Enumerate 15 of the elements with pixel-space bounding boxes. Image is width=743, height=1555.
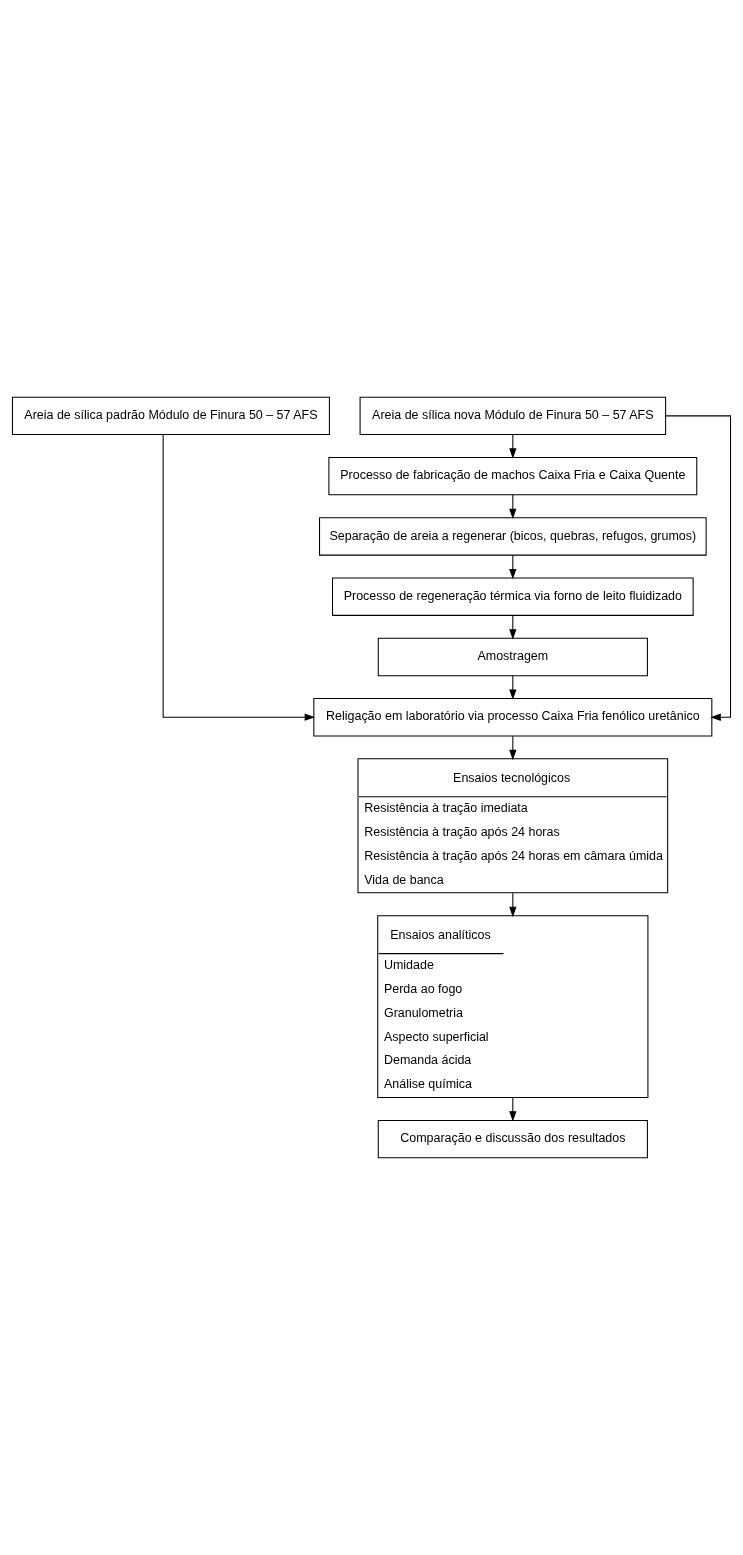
node-box: Comparação e discussão dos resultados (377, 1119, 648, 1159)
arrow (665, 415, 732, 721)
arrow (509, 494, 517, 520)
node-box: Areia de sílica padrão Módulo de Finura 50 – 57 AFS (11, 396, 330, 436)
arrow (509, 554, 517, 580)
arrow (509, 735, 517, 761)
node-box: Amostragem (377, 637, 648, 677)
node-box: Areia de sílica nova Módulo de Finura 50 – 57 AFS (359, 396, 667, 436)
arrow (509, 614, 517, 640)
arrow (509, 892, 517, 918)
node-box: Religação em laboratório via processo Caixa Fria fenólico uretânico (313, 698, 713, 737)
arrow (162, 434, 316, 721)
node-box: Processo de regeneração térmica via forno de leito fluidizado (332, 577, 694, 616)
node-box: Processo de fabricação de machos Caixa Fria e Caixa Quente (328, 456, 698, 496)
node-box: Separação de areia a regenerar (bicos, quebras, refugos, grumos) (319, 517, 707, 556)
